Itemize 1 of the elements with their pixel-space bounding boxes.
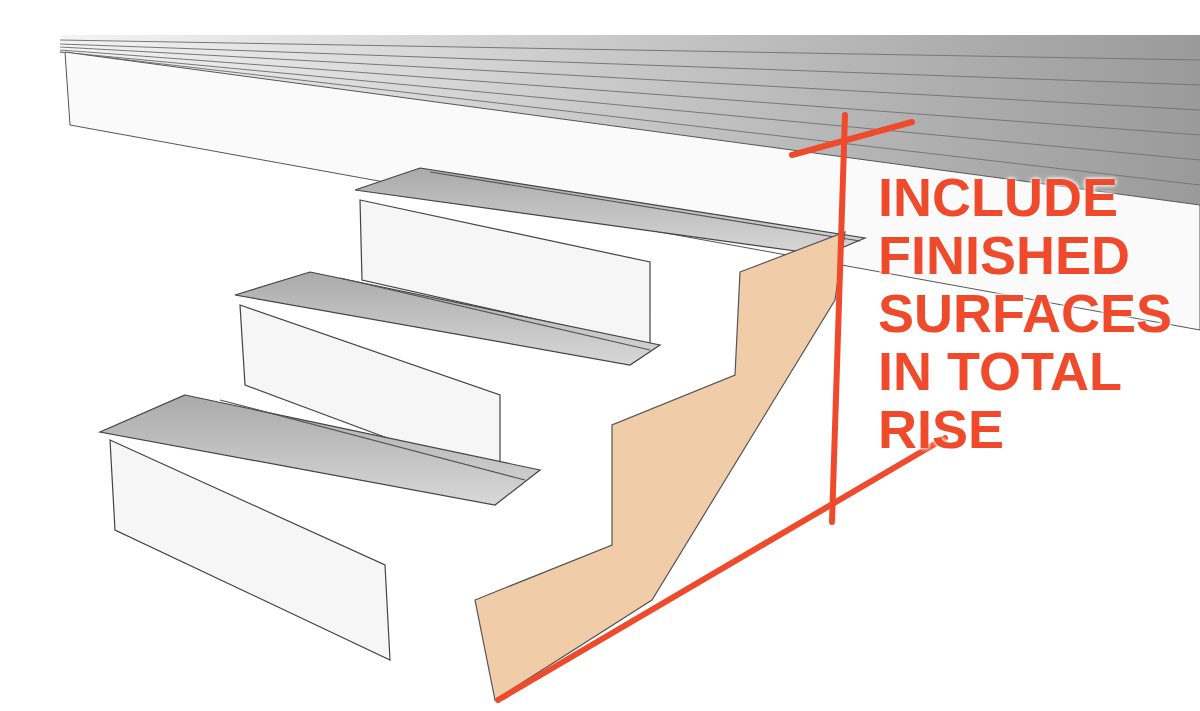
note-text: INCLUDE FINISHED SURFACES IN TOTAL RISE	[878, 168, 1174, 458]
